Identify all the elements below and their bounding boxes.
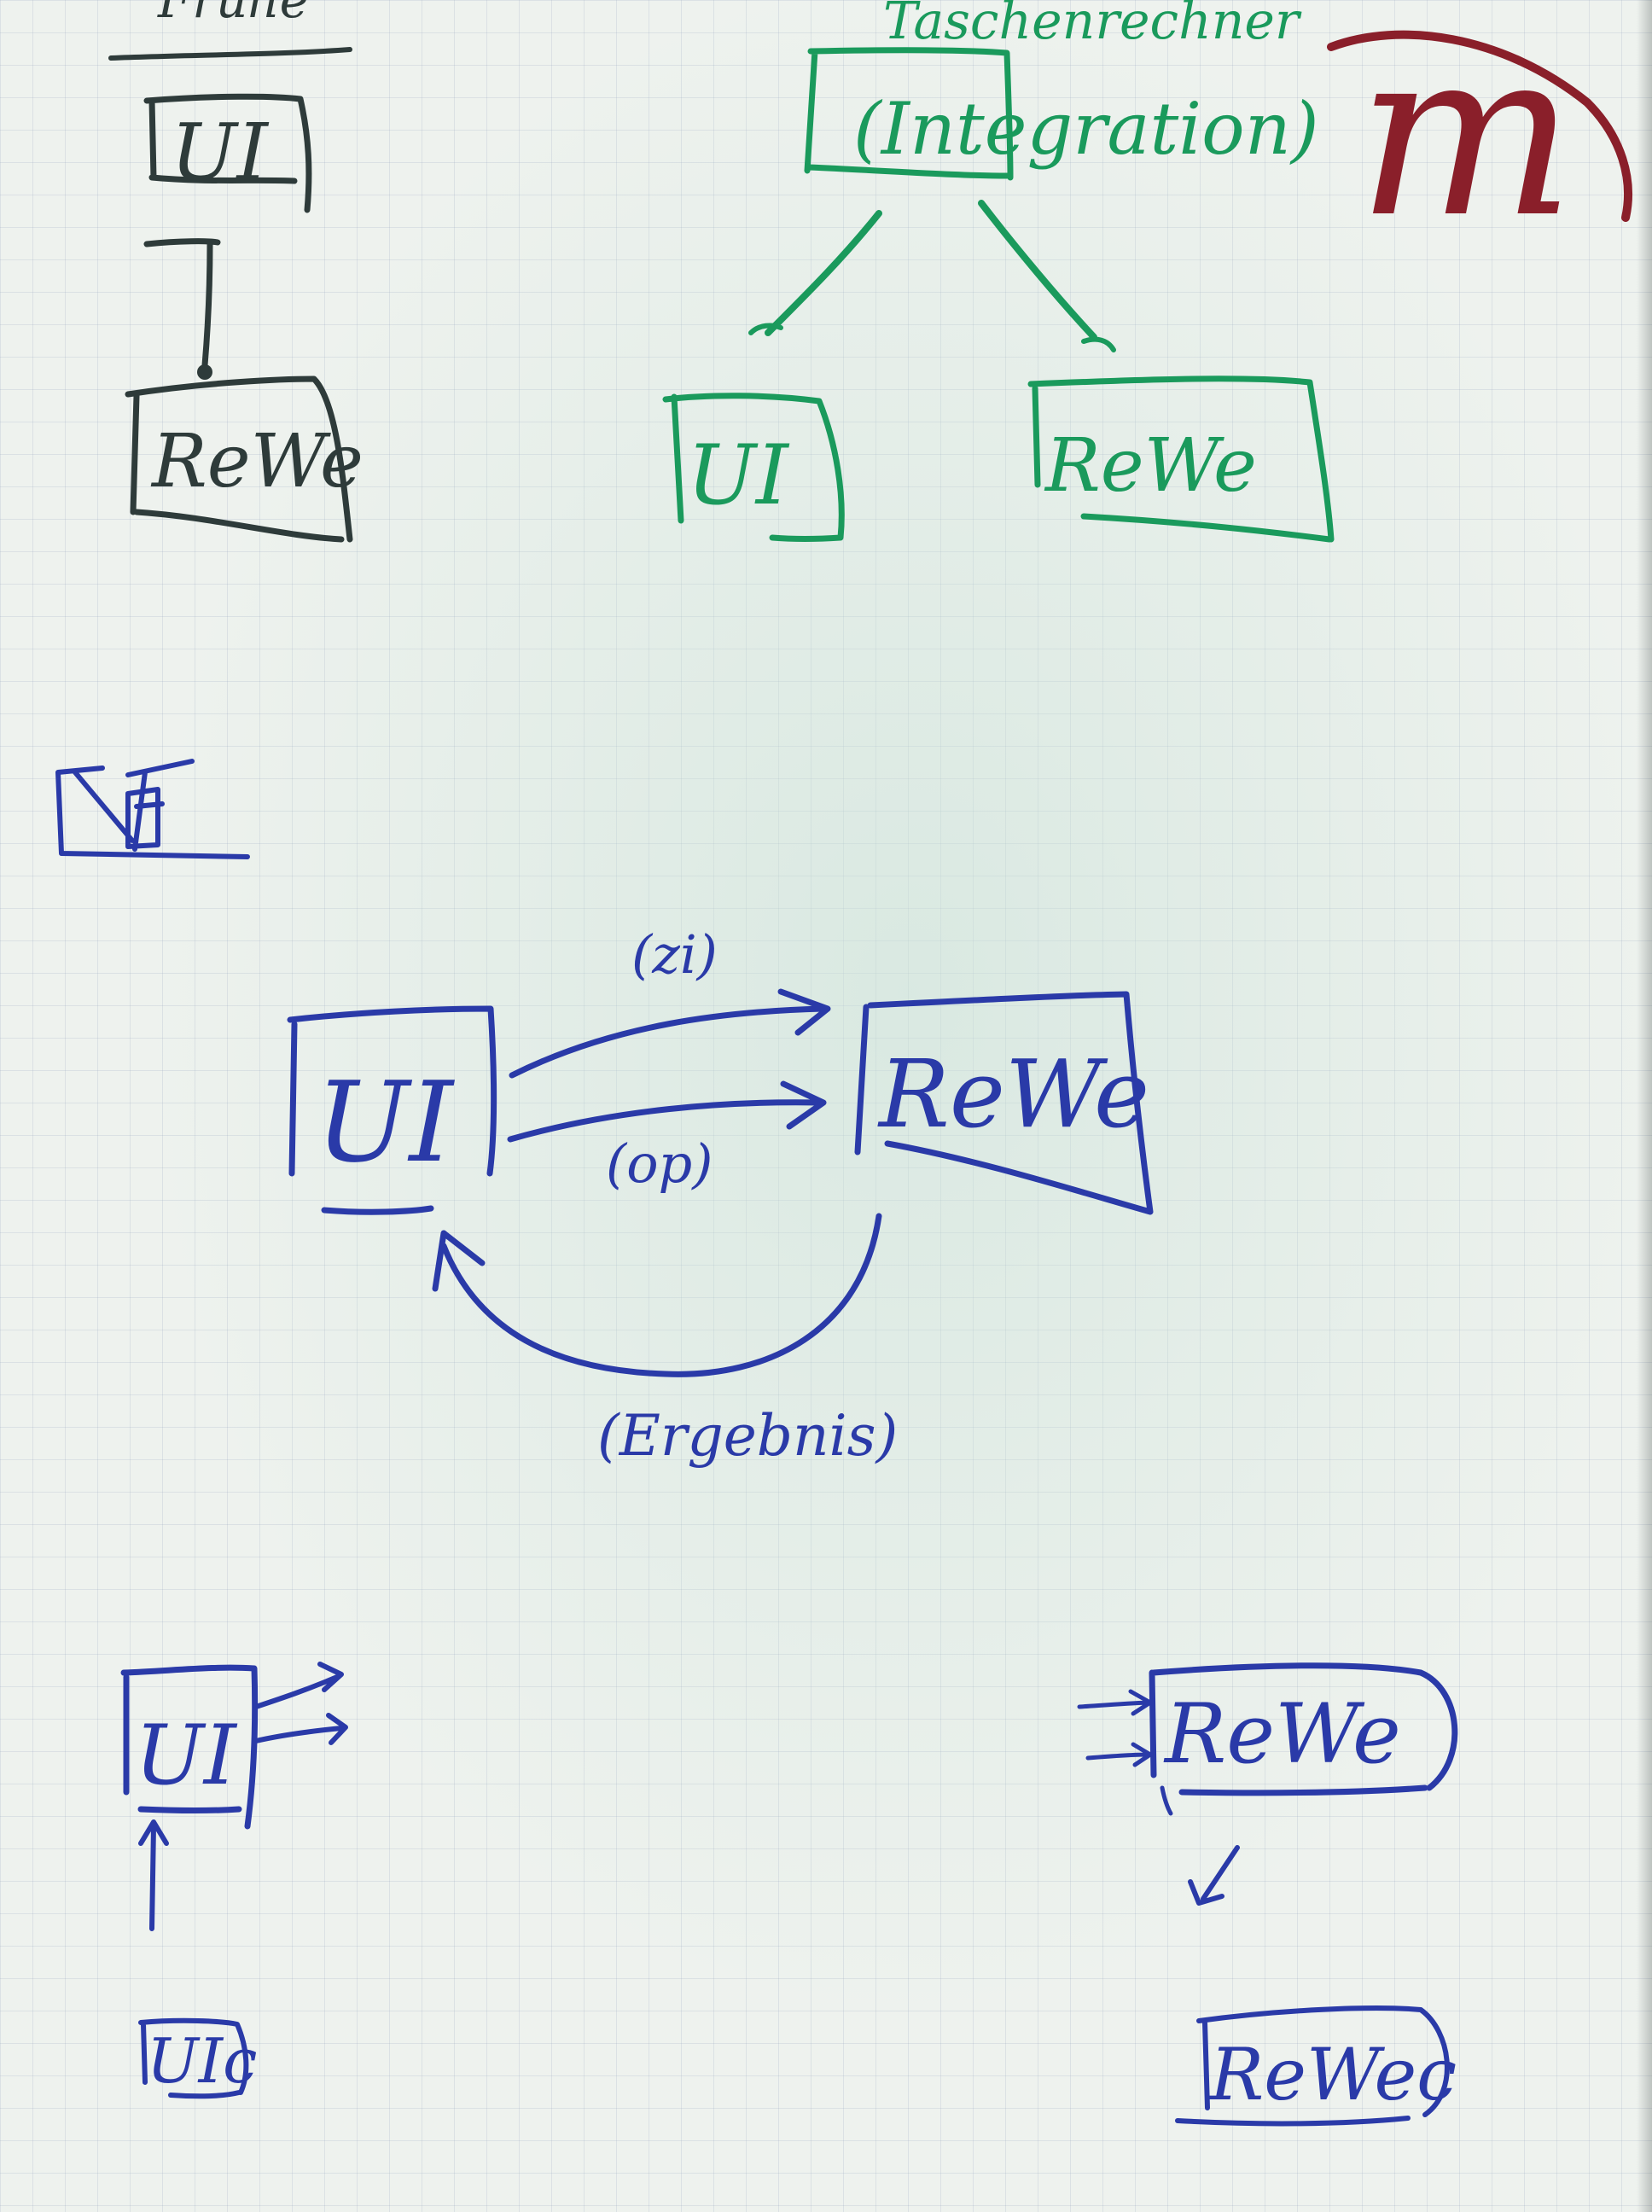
- bottom-left-up-arrow: [138, 1819, 169, 1931]
- bottom-left-uic-box: [138, 2017, 249, 2099]
- logo-swoosh: [1327, 30, 1632, 222]
- flow-icon: [55, 759, 250, 859]
- connector-dot: [197, 364, 212, 380]
- top-left-connector: [143, 238, 221, 369]
- middle-rewe-box: [854, 991, 1154, 1215]
- branch-right: [978, 200, 1097, 341]
- top-left-rewe-box: [125, 375, 353, 543]
- child-rewe-label: ReWe: [1044, 423, 1257, 509]
- child-ui-label: UI: [687, 428, 790, 523]
- arrow-return-head: [432, 1230, 486, 1292]
- logo-letter: m: [1357, 0, 1575, 268]
- integration-label: (Integration): [853, 87, 1319, 171]
- arrow-return: [440, 1213, 882, 1377]
- bottom-right-rewec-label: ReWec: [1208, 2033, 1457, 2116]
- middle-ui-box: [287, 1005, 497, 1215]
- arrow-top: [509, 1005, 827, 1079]
- top-left-rewe-label: ReWe: [150, 419, 364, 504]
- top-right-diagram: Taschenrechner (Integration) UI ReWe: [662, 0, 1335, 543]
- heading-underline: [108, 47, 352, 61]
- bottom-right-in-arrow-1: [1077, 1689, 1153, 1716]
- bottom-right-down-arrow: [1188, 1845, 1240, 1906]
- bottom-left-diagram: UI UIc: [120, 1662, 348, 2099]
- middle-diagram: UI ReWe (zi) (op) (Ergebnis): [55, 759, 1154, 1469]
- bottom-right-diagram: ReWe ReWec: [1077, 1662, 1458, 2127]
- bottom-right-rewe-box: [1149, 1662, 1458, 1796]
- top-left-heading: Frühe: [157, 0, 309, 29]
- arrow-top-head: [777, 988, 831, 1036]
- integration-box: [804, 47, 1014, 181]
- bottom-left-ui-box: [120, 1664, 259, 1830]
- top-left-diagram: Frühe UI ReWe: [108, 0, 364, 543]
- bottom-left-ui-label: UI: [135, 1708, 238, 1803]
- arrow-middle-head: [780, 1080, 827, 1130]
- bottom-right-rewe-label: ReWe: [1163, 1686, 1401, 1782]
- arrow-middle-label: (op): [606, 1132, 713, 1195]
- bottom-right-tail: [1160, 1785, 1173, 1816]
- child-ui-box: [662, 393, 845, 542]
- bottom-right-rewec-box: [1175, 2005, 1450, 2127]
- branch-left: [765, 210, 882, 336]
- logo: m: [1327, 0, 1632, 268]
- child-rewe-box: [1027, 375, 1335, 543]
- arrow-top-label: (zi): [631, 923, 718, 986]
- bottom-left-uic-label: UIc: [147, 2025, 257, 2097]
- bottom-left-out-arrow-1: [253, 1662, 344, 1709]
- top-left-ui-label: UI: [171, 107, 270, 198]
- top-right-heading: Taschenrechner: [883, 0, 1302, 51]
- arrow-return-label: (Ergebnis): [597, 1403, 898, 1469]
- branch-right-tip: [1081, 336, 1116, 352]
- branch-left-tip: [748, 323, 783, 335]
- top-left-ui-box: [143, 93, 312, 213]
- middle-rewe-label: ReWe: [877, 1039, 1149, 1149]
- arrow-middle: [507, 1099, 823, 1143]
- paper-edge-shadow: [1637, 0, 1652, 2212]
- bottom-right-in-arrow-2: [1085, 1742, 1153, 1767]
- bottom-left-out-arrow-2: [253, 1713, 348, 1745]
- middle-ui-label: UI: [316, 1057, 456, 1187]
